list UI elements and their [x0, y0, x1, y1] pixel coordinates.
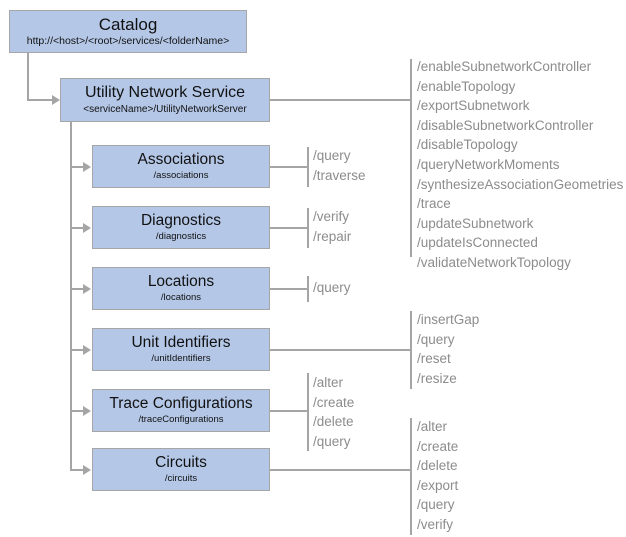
connector-trace-configurations-to-ops [270, 410, 308, 412]
ops-item: /delete [313, 414, 354, 430]
ops-item: /export [417, 477, 459, 493]
node-circuits-subtitle: /circuits [164, 473, 198, 485]
node-service-subtitle: <serviceName>/UtilityNetworkServer [83, 103, 247, 115]
node-associations-title: Associations [137, 150, 225, 168]
connector-branch-unit-identifiers [70, 349, 84, 351]
ops-item: /validateNetworkTopology [417, 254, 571, 270]
arrowhead-service [52, 95, 60, 105]
ops-item: /query [417, 331, 455, 347]
ops-list-locations: /query [313, 278, 351, 298]
ops-list-diagnostics: /verify /repair [313, 207, 351, 246]
connector-associations-to-ops [270, 166, 308, 168]
connector-catalog-to-service [27, 99, 53, 101]
node-unit-identifiers-subtitle: /unitIdentifiers [151, 353, 211, 365]
ops-item: /insertGap [417, 312, 480, 327]
ops-item: /updateIsConnected [417, 235, 538, 251]
ops-list-trace-configurations: /alter /create /delete /query [313, 373, 354, 451]
ops-item: /alter [417, 419, 448, 434]
node-trace-configurations[interactable]: Trace Configurations /traceConfiguration… [92, 389, 270, 432]
connector-branch-trace-configurations [70, 410, 84, 412]
ops-list-unit-identifiers: /insertGap /query /reset /resize [417, 310, 479, 388]
node-circuits[interactable]: Circuits /circuits [92, 448, 270, 491]
ops-list-service: /enableSubnetworkController /enableTopol… [417, 57, 623, 273]
node-unit-identifiers-title: Unit Identifiers [131, 333, 231, 351]
node-utility-network-service[interactable]: Utility Network Service <serviceName>/Ut… [60, 78, 270, 122]
connector-branch-locations [70, 288, 84, 290]
ops-item: /query [313, 433, 351, 449]
node-locations-title: Locations [147, 272, 215, 290]
arrowhead-unit-identifiers [83, 345, 91, 355]
connector-branch-circuits [70, 469, 84, 471]
ops-item: /create [313, 394, 355, 410]
ops-bar-unit-identifiers [410, 311, 412, 389]
node-service-title: Utility Network Service [84, 83, 246, 101]
ops-item: /reset [417, 351, 451, 367]
ops-item: /updateSubnetwork [417, 215, 534, 231]
connector-branch-associations [70, 166, 84, 168]
arrowhead-locations [83, 284, 91, 294]
ops-bar-service [410, 59, 412, 257]
ops-item: /disableSubnetworkController [417, 117, 594, 133]
ops-item: /query [313, 148, 351, 163]
ops-item: /exportSubnetwork [417, 98, 530, 114]
ops-item: /delete [417, 458, 458, 474]
ops-item: /enableSubnetworkController [417, 59, 592, 74]
ops-item: /query [313, 280, 351, 295]
ops-list-circuits: /alter /create /delete /export /query /v… [417, 417, 458, 535]
connector-service-trunk [70, 122, 72, 470]
ops-item: /synthesizeAssociationGeometries [417, 176, 624, 192]
ops-item: /repair [313, 228, 352, 244]
node-diagnostics[interactable]: Diagnostics /diagnostics [92, 206, 270, 249]
ops-bar-associations [307, 147, 309, 187]
node-trace-configurations-title: Trace Configurations [109, 394, 253, 412]
node-catalog-title: Catalog [98, 14, 158, 34]
ops-item: /alter [313, 375, 344, 390]
arrowhead-associations [83, 162, 91, 172]
ops-item: /verify [417, 516, 454, 532]
ops-item: /traverse [313, 167, 366, 183]
node-diagnostics-subtitle: /diagnostics [155, 231, 207, 243]
node-circuits-title: Circuits [155, 453, 207, 471]
connector-service-to-ops [270, 99, 411, 101]
ops-item: /enableTopology [417, 78, 516, 94]
arrowhead-trace-configurations [83, 406, 91, 416]
node-locations[interactable]: Locations /locations [92, 267, 270, 310]
connector-catalog-down [27, 53, 29, 100]
node-associations[interactable]: Associations /associations [92, 145, 270, 188]
ops-item: /queryNetworkMoments [417, 156, 560, 172]
node-unit-identifiers[interactable]: Unit Identifiers /unitIdentifiers [92, 328, 270, 371]
connector-unit-identifiers-to-ops [270, 349, 411, 351]
node-associations-subtitle: /associations [153, 170, 209, 182]
node-diagnostics-title: Diagnostics [140, 211, 222, 229]
connector-locations-to-ops [270, 288, 308, 290]
ops-bar-diagnostics [307, 208, 309, 248]
connector-branch-diagnostics [70, 227, 84, 229]
ops-item: /verify [313, 209, 350, 224]
ops-item: /query [417, 497, 455, 513]
ops-item: /trace [417, 196, 451, 212]
ops-bar-circuits [410, 418, 412, 535]
ops-item: /create [417, 438, 459, 454]
node-locations-subtitle: /locations [160, 292, 202, 304]
node-catalog-subtitle: http://<host>/<root>/services/<folderNam… [26, 35, 230, 48]
node-trace-configurations-subtitle: /traceConfigurations [138, 414, 224, 426]
connector-diagnostics-to-ops [270, 227, 308, 229]
ops-item: /disableTopology [417, 137, 518, 153]
ops-list-associations: /query /traverse [313, 146, 366, 185]
connector-circuits-to-ops [270, 469, 411, 471]
ops-bar-trace-configurations [307, 373, 309, 451]
ops-item: /resize [417, 370, 457, 386]
arrowhead-circuits [83, 465, 91, 475]
node-catalog[interactable]: Catalog http://<host>/<root>/services/<f… [9, 10, 247, 53]
ops-bar-locations [307, 276, 309, 302]
arrowhead-diagnostics [83, 223, 91, 233]
